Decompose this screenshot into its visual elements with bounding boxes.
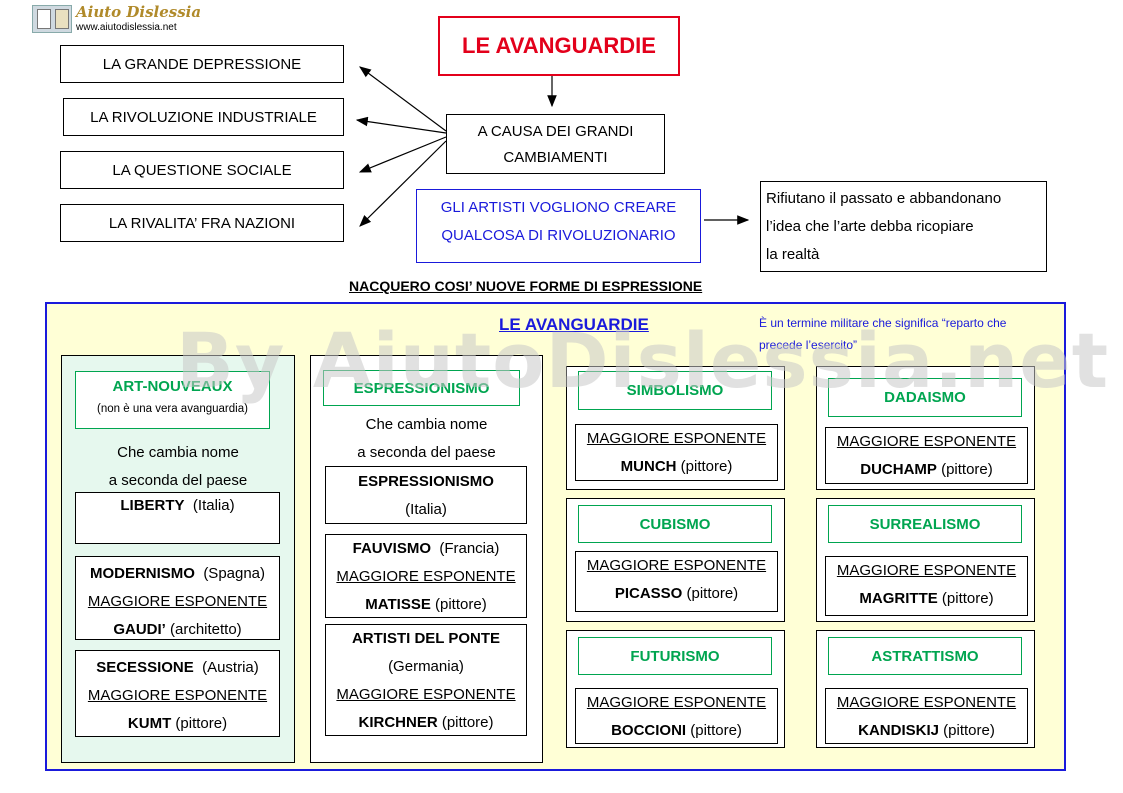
cause-social-question: LA QUESTIONE SOCIALE [60, 151, 344, 189]
cause-rivalry-nations: LA RIVALITA’ FRA NAZIONI [60, 204, 344, 242]
espressionismo-desc-2: a seconda del paese [357, 444, 496, 461]
movement-title-box: SIMBOLISMO [578, 371, 772, 410]
logo-url: www.aiutodislessia.net [76, 22, 177, 33]
reject-box: Rifiutano il passato e abbandonano l’ide… [760, 181, 1047, 272]
subtitle: NACQUERO COSI’ NUOVE FORME DI ESPRESSION… [349, 278, 703, 294]
logo-title: Aiuto Dislessia [76, 3, 202, 21]
cause-great-depression: LA GRANDE DEPRESSIONE [60, 45, 344, 83]
logo-image [32, 5, 72, 33]
logo: Aiuto Dislessia www.aiutodislessia.net [32, 3, 201, 35]
movement-title-box: CUBISMO [578, 505, 772, 543]
modernismo-box: MODERNISMO (Spagna) MAGGIORE ESPONENTE G… [75, 556, 280, 640]
movement-title-box: ASTRATTISMO [828, 637, 1022, 675]
movement-title-box: FUTURISMO [578, 637, 772, 675]
art-nouveau-title-box: ART-NOUVEAUX (non è una vera avanguardia… [75, 371, 270, 429]
exponent-box: MAGGIORE ESPONENTE MAGRITTE (pittore) [825, 556, 1028, 616]
liberty-box: LIBERTY (Italia) [75, 492, 280, 544]
exponent-box: MAGGIORE ESPONENTE DUCHAMP (pittore) [825, 427, 1028, 484]
espressionismo-title-box: ESPRESSIONISMO [323, 370, 520, 406]
exponent-box: MAGGIORE ESPONENTE PICASSO (pittore) [575, 551, 778, 612]
cause-industrial-revolution: LA RIVOLUZIONE INDUSTRIALE [63, 98, 344, 136]
artists-box: GLI ARTISTI VOGLIONO CREARE QUALCOSA DI … [416, 189, 701, 263]
exponent-box: MAGGIORE ESPONENTE BOCCIONI (pittore) [575, 688, 778, 744]
espressionismo-desc-1: Che cambia nome [365, 416, 488, 433]
cause-box: A CAUSA DEI GRANDI CAMBIAMENTI [446, 114, 665, 174]
main-title: LE AVANGUARDIE [462, 33, 656, 58]
panel-note: È un termine militare che significa “rep… [759, 316, 1007, 352]
main-title-box: LE AVANGUARDIE [438, 16, 680, 76]
art-nouveau-desc-1: Che cambia nome [117, 444, 239, 461]
ponte-box: ARTISTI DEL PONTE (Germania) MAGGIORE ES… [325, 624, 527, 736]
exponent-box: MAGGIORE ESPONENTE MUNCH (pittore) [575, 424, 778, 481]
fauvismo-box: FAUVISMO (Francia) MAGGIORE ESPONENTE MA… [325, 534, 527, 618]
movement-title-box: DADAISMO [828, 378, 1022, 417]
espressionismo-italia-box: ESPRESSIONISMO (Italia) [325, 466, 527, 524]
secessione-box: SECESSIONE (Austria) MAGGIORE ESPONENTE … [75, 650, 280, 737]
art-nouveau-desc-2: a seconda del paese [108, 472, 248, 489]
panel-title: LE AVANGUARDIE [499, 315, 649, 334]
movement-title-box: SURREALISMO [828, 505, 1022, 543]
exponent-box: MAGGIORE ESPONENTE KANDISKIJ (pittore) [825, 688, 1028, 744]
